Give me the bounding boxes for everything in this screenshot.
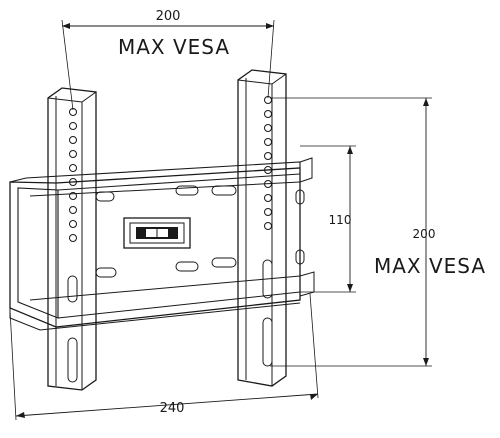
- slot: [175, 185, 199, 196]
- bottom-width-label: 240: [160, 401, 185, 416]
- dimension-inner-110: [300, 145, 356, 293]
- dimension-top-200: [61, 19, 275, 111]
- slot: [95, 191, 115, 202]
- right-vesa-label: MAX VESA: [374, 254, 486, 278]
- center-lock: [123, 217, 191, 249]
- slot: [211, 185, 237, 196]
- slot: [295, 189, 305, 205]
- slot: [175, 261, 199, 272]
- outer-height-label: 200: [413, 227, 436, 241]
- slot: [211, 257, 237, 268]
- slot: [295, 249, 305, 265]
- dimension-outer-200: [270, 97, 432, 367]
- top-vesa-label: MAX VESA: [118, 35, 230, 59]
- left-vertical-arm: [47, 87, 97, 391]
- inner-height-label: 110: [329, 213, 352, 227]
- wall-plate-slots: [95, 185, 305, 278]
- dimension-bottom-240: [9, 293, 319, 421]
- top-width-label: 200: [156, 9, 181, 24]
- right-vertical-arm: [237, 69, 287, 387]
- slot: [95, 267, 117, 278]
